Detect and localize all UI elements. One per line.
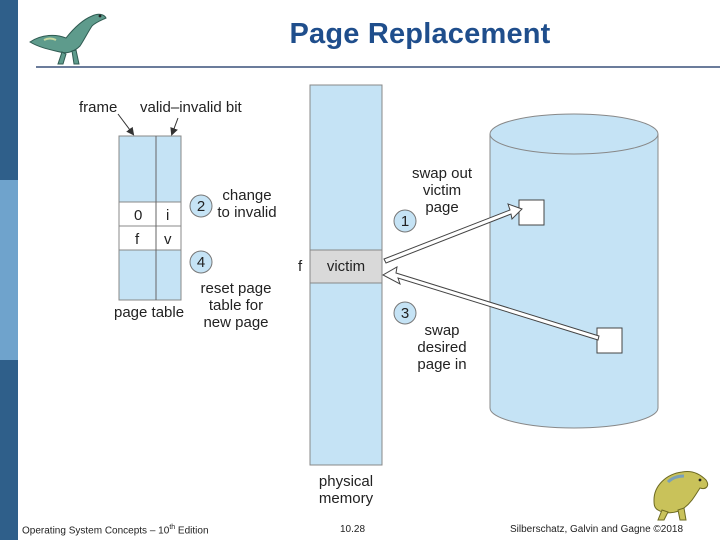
step-1-text-line1: swap out — [411, 165, 473, 182]
valid-invalid-bit-label: valid–invalid bit — [140, 99, 242, 116]
step-2-circle — [189, 194, 213, 218]
physical-memory-label-line1: physical — [318, 473, 374, 490]
page-table-bit-cell-i: i — [166, 207, 170, 224]
step-4-text-line2: table for — [208, 297, 264, 314]
dinosaur-logo-icon — [29, 13, 107, 65]
step-4-circle — [189, 250, 213, 274]
step-2-number: 2 — [196, 198, 206, 215]
page-table-bottom — [118, 249, 182, 301]
frame-pointer — [117, 113, 135, 136]
step-1-text-line3: page — [425, 199, 459, 216]
footer-page-number: 10.28 — [340, 524, 366, 535]
swap-out-arrow — [383, 203, 523, 264]
title-divider — [36, 66, 720, 68]
footer-book-title-tail: Edition — [175, 525, 209, 537]
page-table-frame-cell-0: 0 — [134, 207, 143, 224]
step-1-circle — [393, 209, 417, 233]
footer-book-title-main: Operating System Concepts – 10 — [22, 525, 170, 537]
step-1-number: 1 — [400, 213, 410, 230]
physical-memory-label-line2: memory — [318, 490, 374, 507]
desired-page-slot — [596, 327, 623, 354]
step-4-number: 4 — [196, 254, 206, 271]
page-table-entry-new — [118, 225, 182, 251]
step-2-text-line1: change — [222, 187, 272, 204]
footer-book-title: Operating System Concepts – 10th Edition — [22, 524, 209, 536]
step-2-text-line2: to invalid — [217, 204, 277, 221]
victim-frame-label-f: f — [298, 258, 303, 275]
page-table-top — [118, 135, 182, 203]
victim-label: victim — [326, 258, 366, 275]
step-3-text-line3: page in — [417, 356, 467, 373]
dinosaur-mascot-icon — [653, 471, 709, 521]
page-table-entry-victim — [118, 201, 182, 227]
step-4-text-line1: reset page — [200, 280, 272, 297]
left-accent-bar-light — [0, 180, 18, 360]
step-3-circle — [393, 301, 417, 325]
physical-memory-lower — [309, 282, 383, 466]
step-3-text-line1: swap — [424, 322, 460, 339]
left-accent-bar — [0, 0, 18, 540]
backing-store-top — [489, 113, 659, 155]
physical-memory-upper — [309, 84, 383, 251]
page-table-bit-cell-v: v — [164, 231, 172, 248]
page-table-label: page table — [114, 304, 185, 321]
backing-store-body — [489, 134, 659, 429]
physical-memory-victim-frame — [309, 249, 383, 284]
step-3-text-line2: desired — [417, 339, 467, 356]
slide-title: Page Replacement — [289, 18, 551, 50]
swap-in-arrow — [381, 266, 600, 341]
valid-invalid-pointer — [170, 117, 179, 136]
page-table-frame-cell-f: f — [135, 231, 140, 248]
step-4-text-line3: new page — [203, 314, 269, 331]
footer-book-title-sup: th — [169, 524, 176, 531]
frame-label: frame — [79, 99, 118, 116]
step-1-text-line2: victim — [422, 182, 462, 199]
step-3-number: 3 — [400, 305, 410, 322]
swapped-out-page-slot — [518, 199, 545, 226]
footer-copyright: Silberschatz, Galvin and Gagne ©2018 — [510, 524, 684, 535]
